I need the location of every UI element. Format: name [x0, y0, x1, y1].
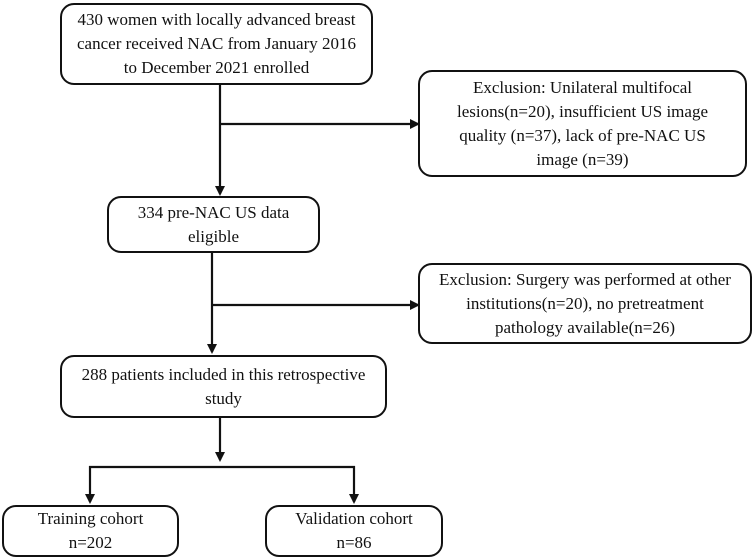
exclusion1-text: Exclusion: Unilateral multifocal lesions… [456, 77, 708, 169]
exclusion2-box: Exclusion: Surgery was performed at othe… [418, 263, 752, 344]
enrolled-text: 430 women with locally advanced breast c… [77, 10, 356, 77]
enrolled-box: 430 women with locally advanced breast c… [60, 3, 373, 85]
eligible-box: 334 pre-NAC US data eligible [107, 196, 320, 253]
validation-text: Validation cohort n=86 [295, 509, 413, 552]
training-text: Training cohort n=202 [37, 509, 144, 552]
validation-box: Validation cohort n=86 [265, 505, 443, 557]
exclusion1-box: Exclusion: Unilateral multifocal lesions… [418, 70, 747, 177]
training-box: Training cohort n=202 [2, 505, 179, 557]
included-text: 288 patients included in this retrospect… [81, 364, 366, 408]
eligible-text: 334 pre-NAC US data eligible [137, 202, 290, 246]
exclusion2-text: Exclusion: Surgery was performed at othe… [439, 269, 731, 337]
included-box: 288 patients included in this retrospect… [60, 355, 387, 418]
